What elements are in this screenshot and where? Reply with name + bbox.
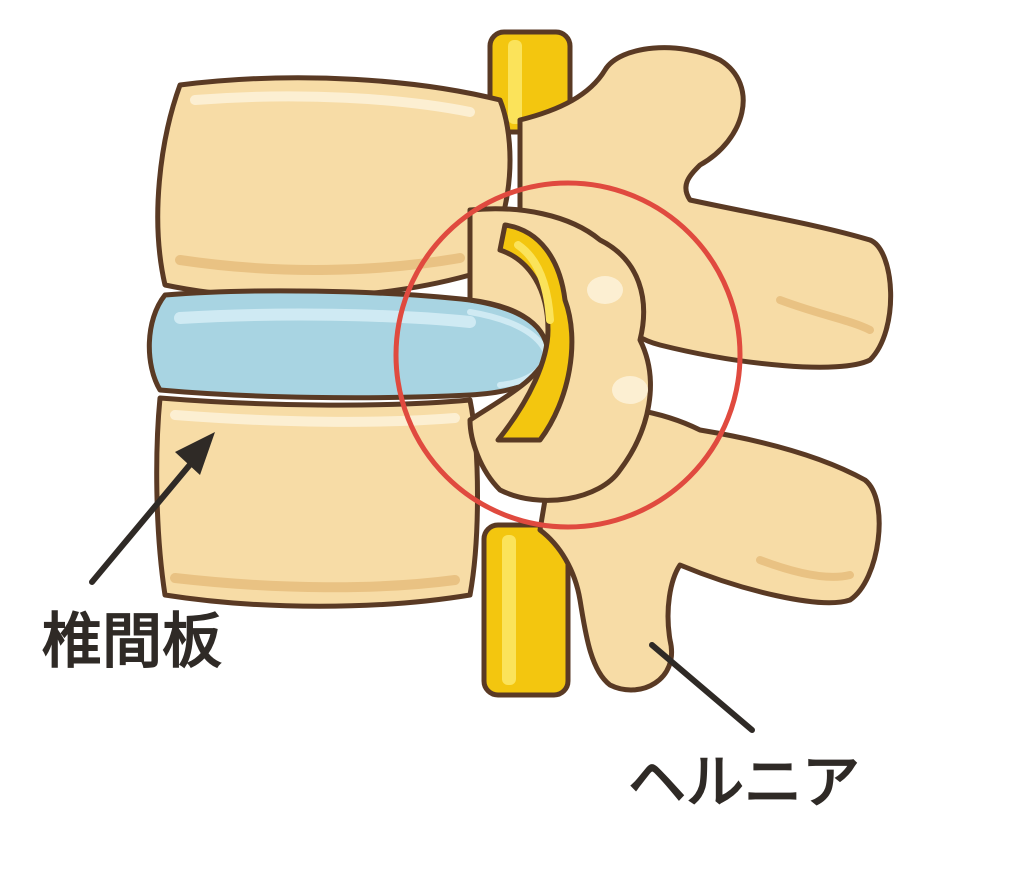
intervertebral-disc — [146, 288, 551, 401]
lower-vertebra-process — [537, 403, 882, 693]
upper-vertebral-body — [155, 75, 513, 300]
compressed-nerve — [495, 222, 575, 443]
hernia-pointer-line — [649, 642, 755, 733]
disc-label: 椎間板 — [42, 607, 222, 677]
spinal-nerve — [481, 29, 573, 698]
lower-vertebral-body — [154, 395, 480, 609]
hernia-label: ヘルニア — [628, 748, 860, 816]
disc-arrow — [89, 432, 215, 585]
highlight-circle — [393, 180, 743, 530]
vertebral-arch — [467, 206, 653, 503]
